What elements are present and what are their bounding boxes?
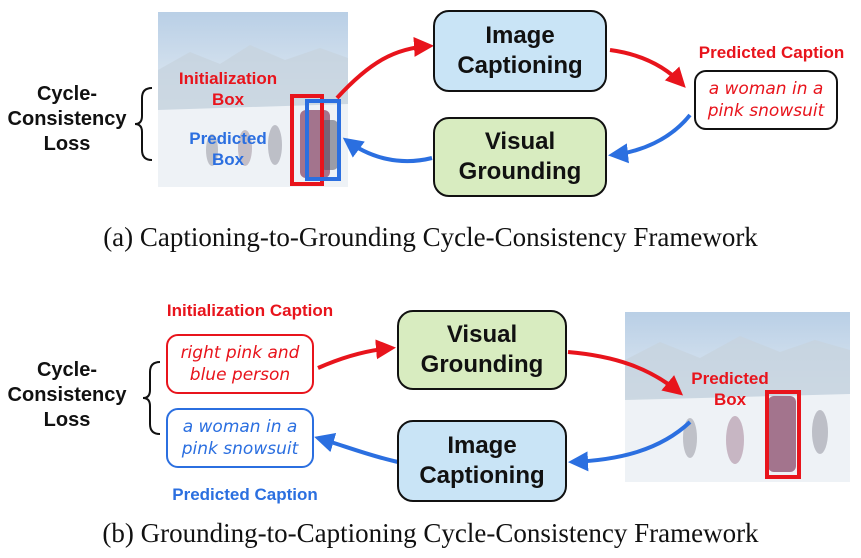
caption-line: a woman in a — [182, 417, 298, 437]
label-line: Predicted — [691, 369, 769, 388]
label-line: Predicted — [189, 129, 267, 148]
predicted-box-label-a: Predicted Box — [178, 128, 278, 170]
image-captioning-node-b: Image Captioning — [397, 420, 567, 502]
label-line: Initialization — [178, 69, 278, 88]
arrow-box-to-captioning — [335, 36, 434, 100]
label-line: Box — [713, 390, 747, 409]
node-line: Image — [447, 432, 517, 459]
arrow-captioning-to-caption-b — [314, 432, 399, 464]
caption-line: blue person — [189, 365, 291, 385]
label-line: Box — [211, 150, 245, 169]
node-line: Grounding — [458, 158, 582, 185]
caption-line: right pink and — [180, 343, 300, 363]
predicted-caption-title-a: Predicted Caption — [698, 43, 845, 62]
caption-line: a woman in a — [708, 79, 824, 99]
predicted-caption-title-b: Predicted Caption — [172, 485, 318, 504]
caption-line: pink snowsuit — [707, 101, 825, 121]
arrow-caption-to-grounding-b — [317, 339, 396, 370]
initialization-caption-title: Initialization Caption — [166, 301, 334, 320]
predicted-box-label-b: Predicted Box — [680, 368, 780, 410]
arrow-captioning-to-caption — [609, 48, 686, 88]
cycle-consistency-loss-label-b: Cycle- Consistency Loss — [2, 358, 132, 433]
arrow-caption-to-grounding — [608, 113, 692, 164]
node-line: Grounding — [420, 351, 544, 378]
arrow-grounding-to-box — [342, 137, 433, 164]
predicted-box-b — [765, 390, 801, 479]
initialization-caption-box: right pink and blue person — [166, 334, 314, 394]
node-line: Captioning — [457, 52, 583, 79]
figure-caption-b: (b) Grounding-to-Captioning Cycle-Consis… — [102, 518, 759, 548]
visual-grounding-node-b: Visual Grounding — [397, 310, 567, 390]
loss-line: Consistency — [7, 108, 127, 130]
caption-line: pink snowsuit — [181, 439, 299, 459]
loss-line: Consistency — [7, 384, 127, 406]
loss-line: Cycle- — [36, 359, 98, 381]
cycle-consistency-loss-label-a: Cycle- Consistency Loss — [2, 82, 132, 157]
node-line: Visual — [484, 128, 556, 155]
image-captioning-node-a: Image Captioning — [433, 10, 607, 92]
initialization-box-a — [290, 94, 324, 186]
figure-caption-a: (a) Captioning-to-Grounding Cycle-Consis… — [103, 222, 758, 252]
arrow-grounding-to-box-b — [567, 350, 684, 396]
brace-b — [142, 361, 161, 435]
node-line: Captioning — [419, 462, 545, 489]
node-line: Image — [485, 22, 555, 49]
predicted-caption-box-b: a woman in a pink snowsuit — [166, 408, 314, 468]
label-line: Box — [211, 90, 245, 109]
arrow-box-to-captioning-b — [568, 420, 692, 472]
predicted-box-a — [305, 99, 341, 181]
loss-line: Loss — [43, 133, 91, 155]
loss-line: Loss — [43, 409, 91, 431]
predicted-caption-box-a: a woman in a pink snowsuit — [694, 70, 838, 130]
initialization-box-label: Initialization Box — [168, 68, 288, 110]
loss-line: Cycle- — [36, 83, 98, 105]
brace-a — [134, 87, 153, 161]
node-line: Visual — [446, 321, 518, 348]
visual-grounding-node-a: Visual Grounding — [433, 117, 607, 197]
